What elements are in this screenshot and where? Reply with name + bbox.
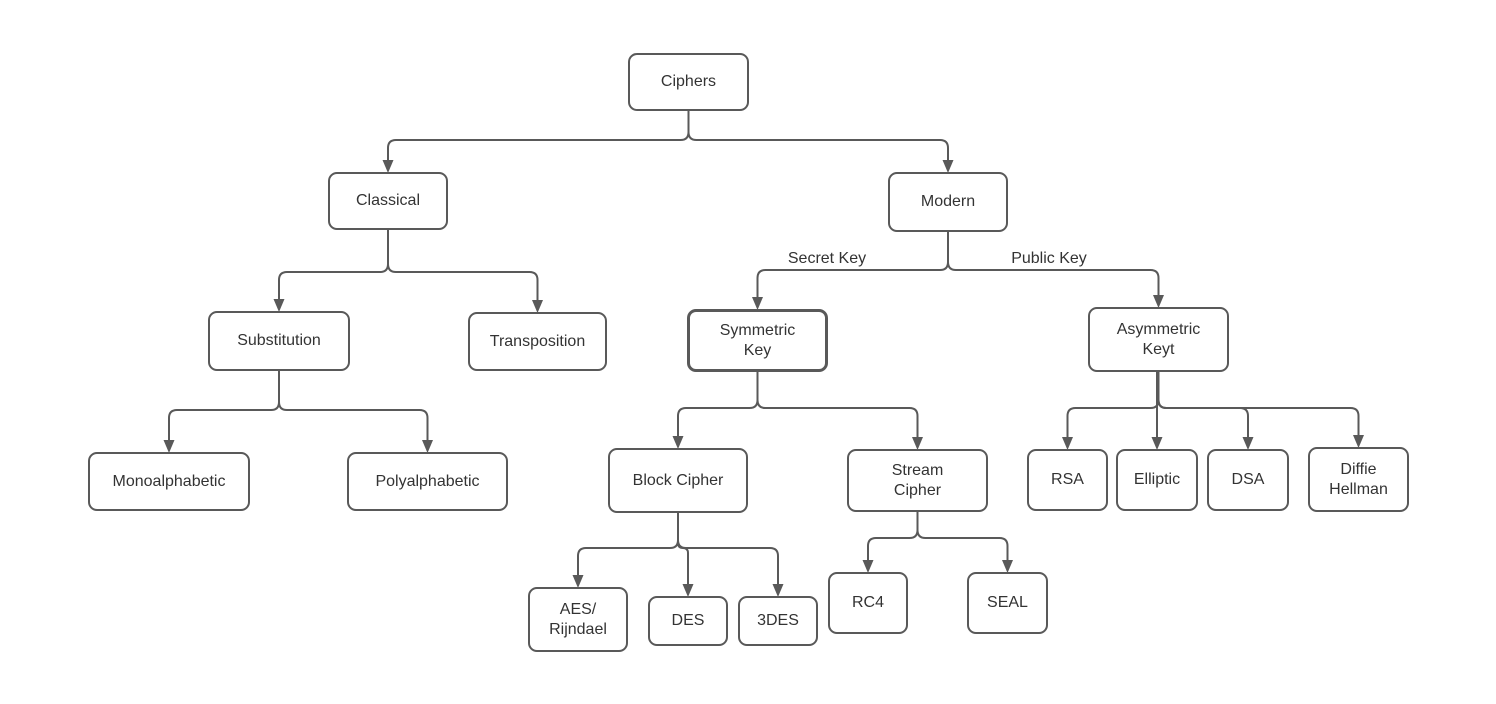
edge-substitution-monoalphabetic bbox=[168, 371, 280, 441]
edge-stream_cipher-rc4 bbox=[867, 512, 919, 561]
node-stream-cipher-label: Stream Cipher bbox=[891, 461, 944, 499]
node-substitution: Substitution bbox=[208, 311, 350, 371]
node-transposition-label: Transposition bbox=[489, 332, 586, 350]
node-block-cipher: Block Cipher bbox=[608, 448, 748, 513]
node-elliptic-label: Elliptic bbox=[1133, 471, 1181, 488]
node-substitution-label: Substitution bbox=[237, 332, 321, 349]
node-asymmetric-keyt-label: Asymmetric Keyt bbox=[1116, 320, 1201, 358]
node-rc4-label: RC4 bbox=[851, 594, 884, 611]
node-classical: Classical bbox=[328, 172, 448, 230]
node-rsa-label: RSA bbox=[1051, 471, 1084, 488]
edge-symmetric_key-stream_cipher bbox=[756, 372, 919, 438]
node-dsa-label: DSA bbox=[1231, 471, 1265, 488]
node-asymmetric-keyt: Asymmetric Keyt bbox=[1088, 307, 1229, 372]
node-diffie-hellman: Diffie Hellman bbox=[1308, 447, 1409, 512]
node-ciphers: Ciphers bbox=[628, 53, 749, 111]
node-des-label: DES bbox=[671, 612, 705, 629]
edge-stream_cipher-seal bbox=[916, 512, 1009, 561]
edge-asymmetric_keyt-rsa bbox=[1066, 372, 1160, 438]
edge-block_cipher-3des bbox=[677, 513, 779, 585]
edge-ciphers-classical bbox=[387, 111, 690, 161]
node-monoalphabetic-label: Monoalphabetic bbox=[112, 472, 226, 490]
node-ciphers-label: Ciphers bbox=[660, 73, 717, 90]
edge-classical-substitution bbox=[278, 230, 389, 300]
node-3des-label: 3DES bbox=[757, 612, 799, 629]
node-block-cipher-label: Block Cipher bbox=[632, 471, 724, 489]
edge-classical-transposition bbox=[387, 230, 539, 301]
node-monoalphabetic: Monoalphabetic bbox=[88, 452, 250, 511]
node-des: DES bbox=[648, 596, 728, 646]
node-aes-rijndael-label: AES/ Rijndael bbox=[549, 600, 607, 638]
node-aes-rijndael: AES/ Rijndael bbox=[528, 587, 628, 652]
node-polyalphabetic: Polyalphabetic bbox=[347, 452, 508, 511]
node-classical-label: Classical bbox=[355, 192, 420, 209]
node-symmetric-key-label: Symmetric Key bbox=[719, 321, 796, 359]
edge-label-secret-key: Secret Key bbox=[787, 250, 867, 267]
node-symmetric-key: Symmetric Key bbox=[687, 309, 828, 372]
node-transposition: Transposition bbox=[468, 312, 607, 371]
node-polyalphabetic-label: Polyalphabetic bbox=[375, 472, 480, 490]
node-rc4: RC4 bbox=[828, 572, 908, 634]
edge-asymmetric_keyt-dsa bbox=[1157, 372, 1249, 438]
node-rsa: RSA bbox=[1027, 449, 1108, 511]
node-dsa: DSA bbox=[1207, 449, 1289, 511]
edge-substitution-polyalphabetic bbox=[278, 371, 429, 441]
edge-label-public-key: Public Key bbox=[1011, 250, 1087, 267]
node-diffie-hellman-label: Diffie Hellman bbox=[1329, 460, 1388, 498]
node-elliptic: Elliptic bbox=[1116, 449, 1198, 511]
node-modern: Modern bbox=[888, 172, 1008, 232]
node-seal: SEAL bbox=[967, 572, 1048, 634]
edge-block_cipher-des bbox=[677, 513, 689, 585]
node-3des: 3DES bbox=[738, 596, 818, 646]
node-seal-label: SEAL bbox=[987, 594, 1028, 611]
edge-symmetric_key-block_cipher bbox=[677, 372, 759, 437]
edge-block_cipher-aes_rijndael bbox=[577, 513, 679, 576]
edge-asymmetric_keyt-diffie_hellman bbox=[1157, 372, 1360, 436]
edge-ciphers-modern bbox=[687, 111, 949, 161]
node-modern-label: Modern bbox=[920, 193, 976, 210]
node-stream-cipher: Stream Cipher bbox=[847, 449, 988, 512]
